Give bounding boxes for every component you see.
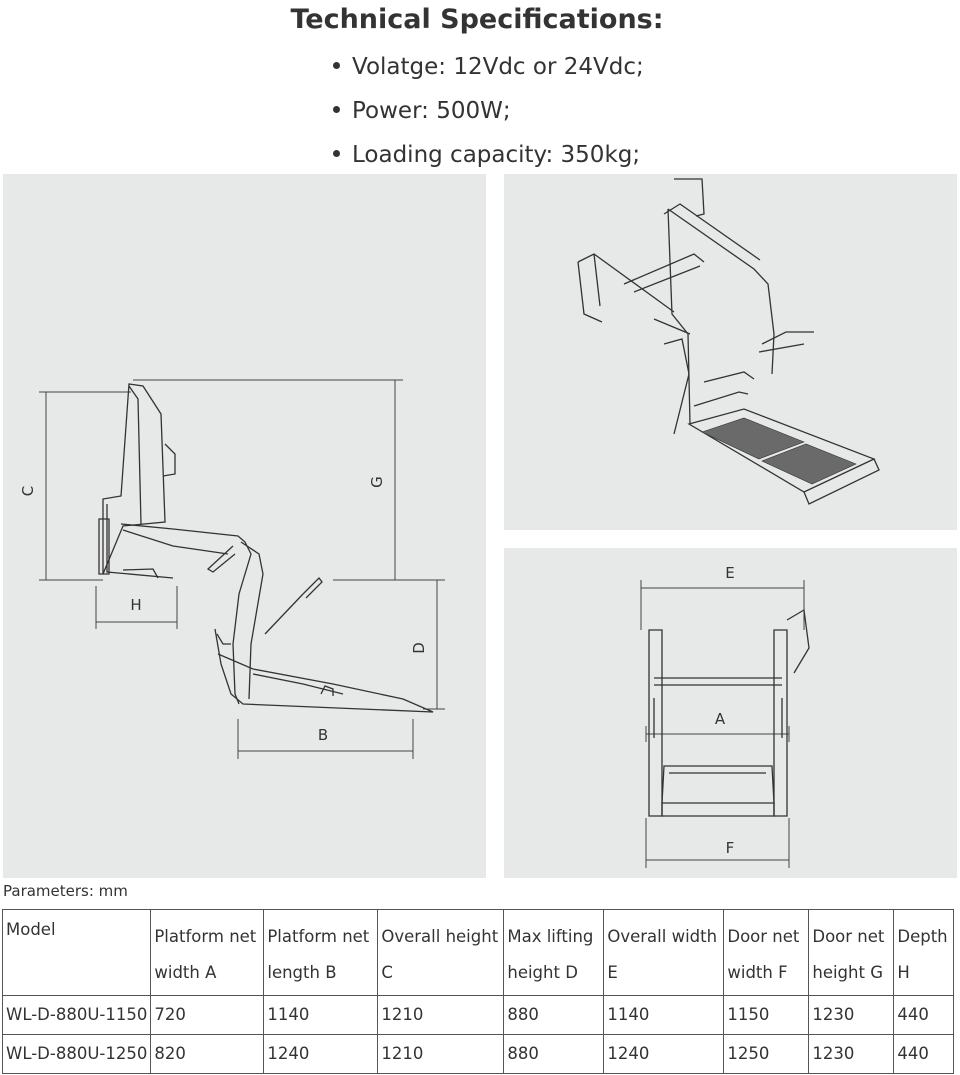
spec-list: Volatge: 12Vdc or 24Vdc; Power: 500W; Lo… bbox=[333, 50, 644, 182]
table-cell: 1240 bbox=[263, 1034, 379, 1074]
table-row: WL-D-880U-1250 820 1240 1210 880 1240 12… bbox=[1, 1034, 955, 1074]
table-cell: 1150 bbox=[723, 995, 810, 1035]
front-view-drawing: E A F bbox=[640, 564, 810, 868]
isometric-drawing bbox=[577, 178, 880, 505]
table-cell: 880 bbox=[503, 995, 605, 1035]
table-cell: 1230 bbox=[808, 1034, 895, 1074]
spec-text: Loading capacity: 350kg; bbox=[352, 142, 641, 168]
params-caption: Parameters: mm bbox=[3, 882, 128, 900]
front-view-diagram: E A F bbox=[504, 548, 957, 878]
table-cell: 880 bbox=[503, 1034, 605, 1074]
table-cell: 1140 bbox=[603, 995, 725, 1035]
spec-item-voltage: Volatge: 12Vdc or 24Vdc; bbox=[333, 50, 644, 94]
isometric-view-image bbox=[504, 174, 957, 530]
bullet-icon bbox=[333, 106, 340, 113]
table-cell: 1250 bbox=[723, 1034, 810, 1074]
side-view-drawing: C G H D B bbox=[19, 379, 445, 759]
table-cell: 720 bbox=[150, 995, 265, 1035]
dim-label-d: D bbox=[410, 642, 428, 654]
dim-label-a: A bbox=[715, 710, 726, 728]
dim-label-f: F bbox=[726, 839, 735, 857]
table-cell: WL-D-880U-1250 bbox=[1, 1034, 152, 1074]
spec-item-capacity: Loading capacity: 350kg; bbox=[333, 138, 644, 182]
table-cell: 1230 bbox=[808, 995, 895, 1035]
spec-text: Power: 500W; bbox=[352, 98, 511, 124]
bullet-icon bbox=[333, 150, 340, 157]
table-cell: 1210 bbox=[377, 1034, 505, 1074]
table-cell: 820 bbox=[150, 1034, 265, 1074]
table-cell: 1210 bbox=[377, 995, 505, 1035]
table-row: WL-D-880U-1150 720 1140 1210 880 1140 11… bbox=[1, 995, 955, 1035]
spec-text: Volatge: 12Vdc or 24Vdc; bbox=[352, 54, 644, 80]
table-cell: WL-D-880U-1150 bbox=[1, 995, 152, 1035]
dim-label-e: E bbox=[725, 564, 734, 582]
header-cell-model: Model bbox=[1, 909, 152, 996]
table-cell: 1240 bbox=[603, 1034, 725, 1074]
spec-item-power: Power: 500W; bbox=[333, 94, 644, 138]
table-cell: 440 bbox=[893, 995, 955, 1035]
side-view-diagram: C G H D B bbox=[3, 174, 486, 878]
dim-label-g: G bbox=[368, 476, 386, 488]
bullet-icon bbox=[333, 62, 340, 69]
dim-label-c: C bbox=[19, 486, 37, 496]
dim-label-h: H bbox=[130, 596, 141, 614]
page-title: Technical Specifications: bbox=[290, 4, 664, 35]
dim-label-b: B bbox=[318, 726, 328, 744]
table-cell: 1140 bbox=[263, 995, 379, 1035]
table-cell: 440 bbox=[893, 1034, 955, 1074]
